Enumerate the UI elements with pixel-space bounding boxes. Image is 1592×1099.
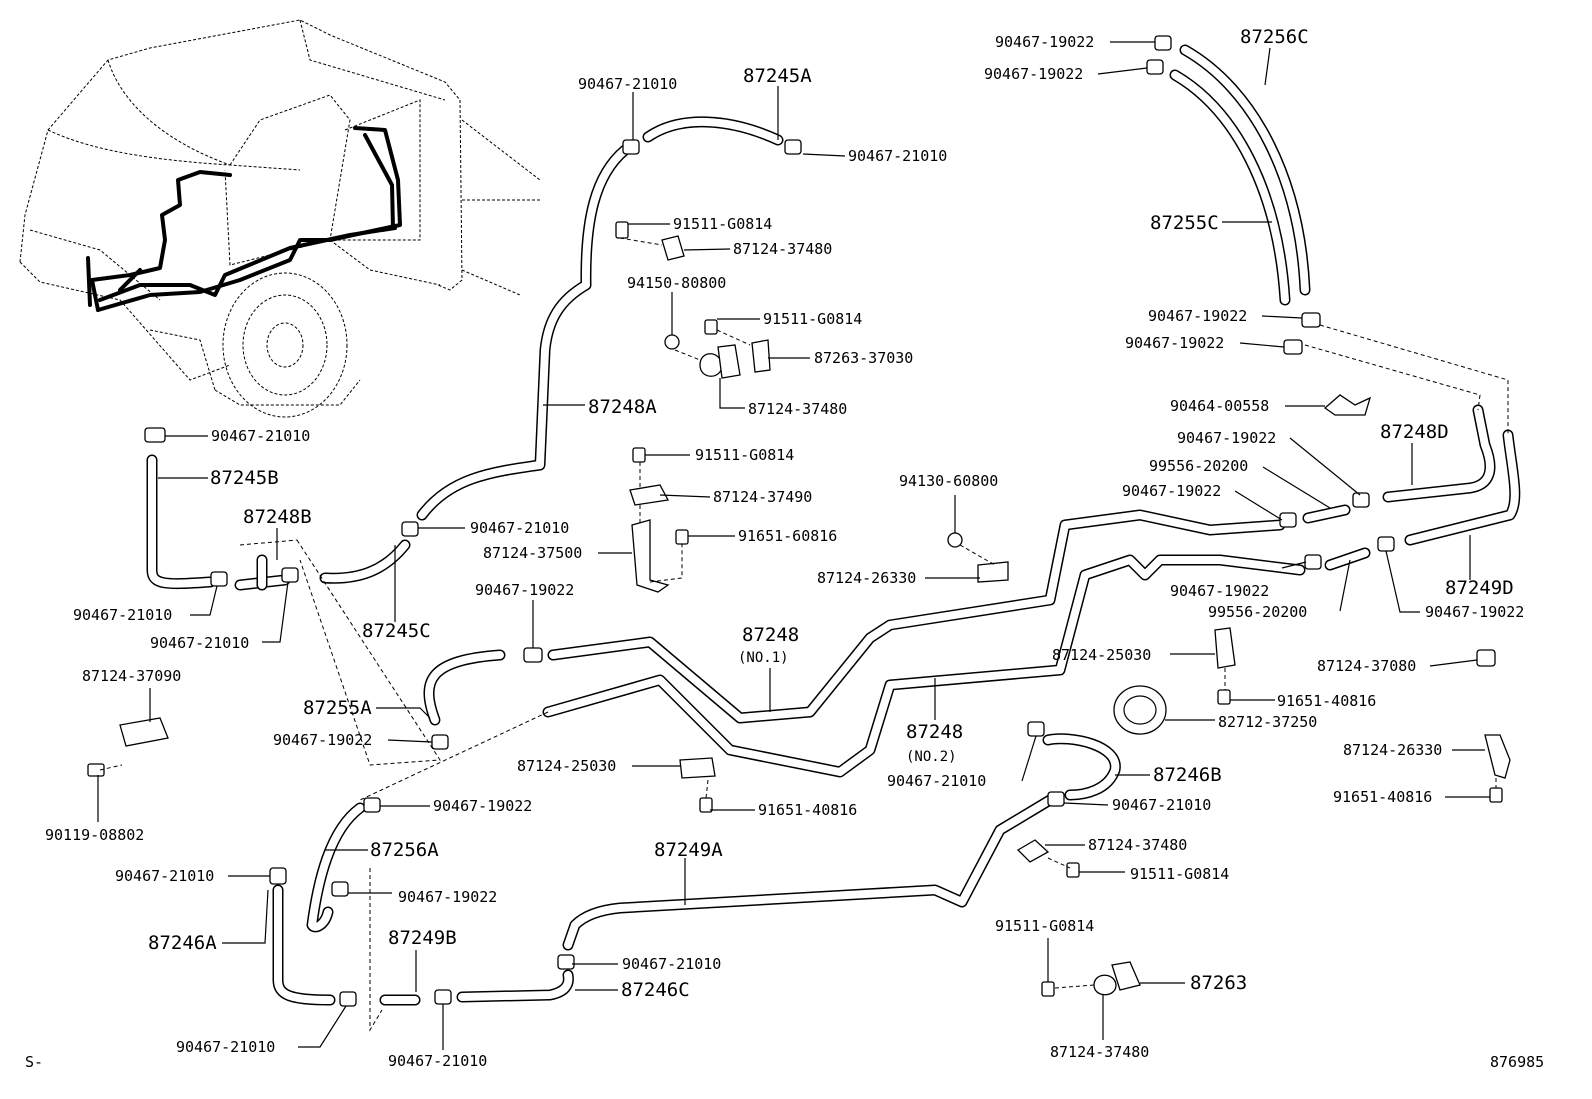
- label-87249A: 87249A: [654, 839, 723, 861]
- label-87248-no1: 87248: [742, 624, 799, 646]
- label-87124-37500: 87124-37500: [483, 544, 582, 562]
- label-91651-40816: 91651-40816: [1277, 692, 1376, 710]
- hoses: [146, 44, 1521, 1006]
- label-90467-19022: 90467-19022: [1125, 334, 1224, 352]
- label-90467-21010: 90467-21010: [115, 867, 214, 885]
- label-87245A: 87245A: [743, 65, 812, 87]
- label-87124-37090: 87124-37090: [82, 667, 181, 685]
- label-90467-21010: 90467-21010: [578, 75, 677, 93]
- label-87263-37030: 87263-37030: [814, 349, 913, 367]
- label-90467-21010: 90467-21010: [622, 955, 721, 973]
- label-87124-26330: 87124-26330: [1343, 741, 1442, 759]
- label-91651-40816: 91651-40816: [1333, 788, 1432, 806]
- label-90467-19022: 90467-19022: [984, 65, 1083, 83]
- leader-lines: [97, 41, 1490, 1050]
- label-87249D: 87249D: [1445, 577, 1514, 599]
- label-87248-no2-suffix: (NO.2): [906, 749, 957, 765]
- label-90467-19022: 90467-19022: [475, 581, 574, 599]
- label-87124-37080: 87124-37080: [1317, 657, 1416, 675]
- label-90119-08802: 90119-08802: [45, 826, 144, 844]
- label-87248D: 87248D: [1380, 421, 1449, 443]
- label-90467-21010: 90467-21010: [150, 634, 249, 652]
- label-90467-19022: 90467-19022: [1177, 429, 1276, 447]
- label-87248-no1-suffix: (NO.1): [738, 650, 789, 666]
- label-87256A: 87256A: [370, 839, 439, 861]
- label-87124-37480: 87124-37480: [1088, 836, 1187, 854]
- label-90467-21010: 90467-21010: [1112, 796, 1211, 814]
- label-91511-G0814: 91511-G0814: [995, 917, 1094, 935]
- label-99556-20200: 99556-20200: [1208, 603, 1307, 621]
- label-87245B: 87245B: [210, 467, 279, 489]
- label-87124-37490: 87124-37490: [713, 488, 812, 506]
- hardware-parts: [87, 35, 1511, 1007]
- label-87124-25030: 87124-25030: [517, 757, 616, 775]
- label-90464-00558: 90464-00558: [1170, 397, 1269, 415]
- label-91511-G0814: 91511-G0814: [1130, 865, 1229, 883]
- label-87246B: 87246B: [1153, 764, 1222, 786]
- label-87246C: 87246C: [621, 979, 690, 1001]
- label-91511-G0814: 91511-G0814: [763, 310, 862, 328]
- label-90467-19022: 90467-19022: [995, 33, 1094, 51]
- label-91651-40816: 91651-40816: [758, 801, 857, 819]
- label-87248-no2: 87248: [906, 721, 963, 743]
- label-87246A: 87246A: [148, 932, 217, 954]
- corner-code-left: S-: [25, 1053, 43, 1071]
- label-90467-21010: 90467-21010: [73, 606, 172, 624]
- label-87124-26330: 87124-26330: [817, 569, 916, 587]
- label-94150-80800: 94150-80800: [627, 274, 726, 292]
- truck-illustration: [19, 19, 541, 418]
- label-87124-37480: 87124-37480: [748, 400, 847, 418]
- label-94130-60800: 94130-60800: [899, 472, 998, 490]
- label-90467-19022: 90467-19022: [433, 797, 532, 815]
- label-91511-G0814: 91511-G0814: [673, 215, 772, 233]
- label-87249B: 87249B: [388, 927, 457, 949]
- label-99556-20200: 99556-20200: [1149, 457, 1248, 475]
- label-87248A: 87248A: [588, 396, 657, 418]
- label-90467-21010: 90467-21010: [848, 147, 947, 165]
- label-87124-37480: 87124-37480: [1050, 1043, 1149, 1061]
- label-90467-21010: 90467-21010: [211, 427, 310, 445]
- label-87256C: 87256C: [1240, 26, 1309, 48]
- label-91651-60816: 91651-60816: [738, 527, 837, 545]
- label-90467-19022: 90467-19022: [1148, 307, 1247, 325]
- dashed-guides: [99, 237, 1509, 1032]
- label-87248B: 87248B: [243, 506, 312, 528]
- label-87245C: 87245C: [362, 620, 431, 642]
- label-90467-21010: 90467-21010: [887, 772, 986, 790]
- label-90467-21010: 90467-21010: [470, 519, 569, 537]
- label-90467-21010: 90467-21010: [388, 1052, 487, 1070]
- label-87124-25030: 87124-25030: [1052, 646, 1151, 664]
- label-90467-19022: 90467-19022: [273, 731, 372, 749]
- label-90467-19022: 90467-19022: [398, 888, 497, 906]
- label-87255A: 87255A: [303, 697, 372, 719]
- label-90467-19022: 90467-19022: [1122, 482, 1221, 500]
- label-87124-37480: 87124-37480: [733, 240, 832, 258]
- label-91511-G0814: 91511-G0814: [695, 446, 794, 464]
- label-90467-19022: 90467-19022: [1170, 582, 1269, 600]
- label-90467-21010: 90467-21010: [176, 1038, 275, 1056]
- part-labels: 90467-19022 90467-19022 87256C 90467-210…: [25, 26, 1544, 1071]
- label-90467-19022: 90467-19022: [1425, 603, 1524, 621]
- diagram-number: 876985: [1490, 1053, 1544, 1071]
- label-87263: 87263: [1190, 972, 1247, 994]
- label-82712-37250: 82712-37250: [1218, 713, 1317, 731]
- label-87255C: 87255C: [1150, 212, 1219, 234]
